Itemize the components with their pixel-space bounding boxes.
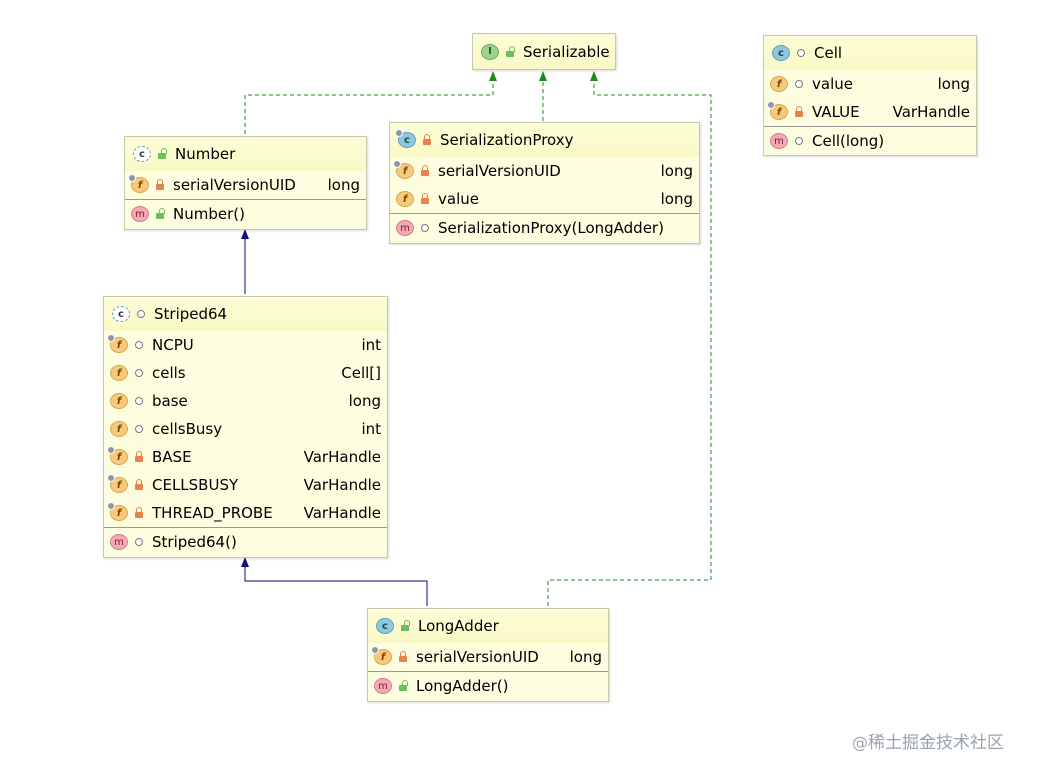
field-icon: f bbox=[770, 76, 788, 92]
public-visibility-icon bbox=[400, 620, 410, 632]
class-name: Number bbox=[175, 145, 236, 163]
method-icon: m bbox=[131, 206, 149, 222]
static-field-icon: f bbox=[396, 163, 414, 179]
class-name: Serializable bbox=[523, 42, 610, 61]
method-row: m LongAdder() bbox=[368, 671, 608, 700]
method-row: m Cell(long) bbox=[764, 126, 976, 155]
node-cell[interactable]: c Cell f value long f VALUE VarHandle m … bbox=[763, 35, 977, 156]
method-row: m Striped64() bbox=[104, 527, 387, 556]
watermark-at: @ bbox=[852, 733, 868, 752]
public-visibility-icon bbox=[505, 45, 515, 58]
static-class-icon: c bbox=[398, 132, 416, 148]
static-field-icon: f bbox=[110, 505, 128, 521]
package-visibility-icon bbox=[134, 395, 144, 407]
field-icon: f bbox=[396, 191, 414, 207]
private-visibility-icon bbox=[134, 479, 144, 491]
field-icon: f bbox=[110, 365, 128, 381]
private-visibility-icon bbox=[420, 165, 430, 177]
method-icon: m bbox=[110, 534, 128, 550]
package-visibility-icon bbox=[794, 78, 804, 90]
static-field-icon: f bbox=[374, 649, 392, 665]
static-field-icon: f bbox=[131, 177, 149, 193]
field-row: f VALUE VarHandle bbox=[764, 98, 976, 126]
class-name: SerializationProxy bbox=[440, 131, 574, 149]
field-row: f cellsBusy int bbox=[104, 415, 387, 443]
package-visibility-icon bbox=[796, 47, 806, 59]
edge-longadder-implements-serializable bbox=[547, 71, 712, 606]
private-visibility-icon bbox=[134, 507, 144, 519]
field-row: f THREAD_PROBE VarHandle bbox=[104, 499, 387, 527]
edge-number-implements-serializable bbox=[244, 71, 497, 134]
private-visibility-icon bbox=[420, 193, 430, 205]
method-icon: m bbox=[396, 220, 414, 236]
field-row: f value long bbox=[764, 70, 976, 98]
field-row: f NCPU int bbox=[104, 331, 387, 359]
node-number[interactable]: c Number f serialVersionUID long m Numbe… bbox=[124, 136, 367, 230]
package-visibility-icon bbox=[136, 308, 146, 320]
class-name: Striped64 bbox=[154, 305, 228, 323]
watermark: @稀土掘金技术社区 bbox=[852, 728, 1004, 753]
method-row: m SerializationProxy(LongAdder) bbox=[390, 213, 699, 242]
field-icon: f bbox=[110, 421, 128, 437]
method-icon: m bbox=[374, 678, 392, 694]
method-row: m Number() bbox=[125, 199, 366, 228]
static-field-icon: f bbox=[110, 337, 128, 353]
class-icon: c bbox=[772, 45, 790, 61]
static-field-icon: f bbox=[770, 104, 788, 120]
public-visibility-icon bbox=[398, 680, 408, 692]
field-row: f BASE VarHandle bbox=[104, 443, 387, 471]
node-serializationproxy[interactable]: c SerializationProxy f serialVersionUID … bbox=[389, 122, 700, 244]
field-row: f serialVersionUID long bbox=[368, 643, 608, 671]
method-icon: m bbox=[770, 133, 788, 149]
static-field-icon: f bbox=[110, 477, 128, 493]
private-visibility-icon bbox=[422, 134, 432, 146]
field-row: f cells Cell[] bbox=[104, 359, 387, 387]
watermark-text: 稀土掘金技术社区 bbox=[868, 733, 1004, 753]
field-row: f base long bbox=[104, 387, 387, 415]
public-visibility-icon bbox=[155, 208, 165, 220]
package-visibility-icon bbox=[134, 339, 144, 351]
private-visibility-icon bbox=[794, 106, 804, 118]
package-visibility-icon bbox=[134, 536, 144, 548]
package-visibility-icon bbox=[134, 367, 144, 379]
edge-longadder-extends-striped64 bbox=[241, 557, 428, 606]
node-serializable[interactable]: I Serializable bbox=[472, 33, 616, 70]
abstract-class-icon: c bbox=[133, 146, 151, 162]
class-name: Cell bbox=[814, 44, 843, 62]
abstract-class-icon: c bbox=[112, 306, 130, 322]
private-visibility-icon bbox=[155, 179, 165, 191]
node-longadder[interactable]: c LongAdder f serialVersionUID long m Lo… bbox=[367, 608, 609, 702]
package-visibility-icon bbox=[794, 135, 804, 147]
public-visibility-icon bbox=[157, 148, 167, 160]
field-row: f value long bbox=[390, 185, 699, 213]
class-icon: c bbox=[376, 618, 394, 634]
class-name: LongAdder bbox=[418, 617, 499, 635]
node-striped64[interactable]: c Striped64 f NCPU int f cells Cell[] f … bbox=[103, 296, 388, 558]
package-visibility-icon bbox=[134, 423, 144, 435]
interface-icon: I bbox=[481, 43, 499, 60]
field-row: f CELLSBUSY VarHandle bbox=[104, 471, 387, 499]
field-row: f serialVersionUID long bbox=[125, 171, 366, 199]
field-icon: f bbox=[110, 393, 128, 409]
field-row: f serialVersionUID long bbox=[390, 157, 699, 185]
private-visibility-icon bbox=[134, 451, 144, 463]
static-field-icon: f bbox=[110, 449, 128, 465]
private-visibility-icon bbox=[398, 651, 408, 663]
package-visibility-icon bbox=[420, 222, 430, 234]
